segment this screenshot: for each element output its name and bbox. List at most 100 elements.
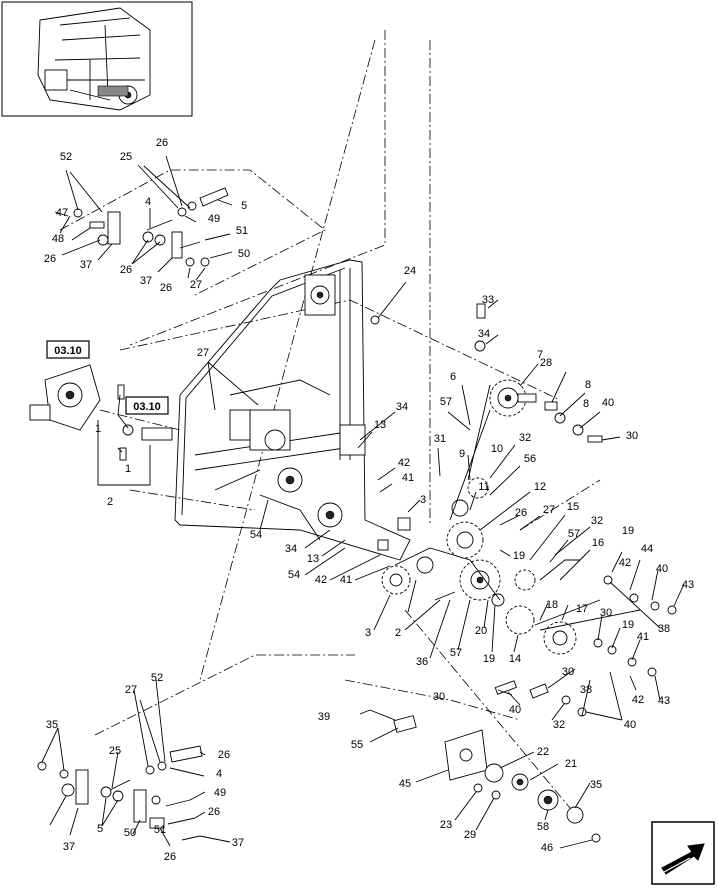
callout-57: 57 — [450, 647, 462, 659]
callout-24: 24 — [404, 265, 416, 277]
callout-30: 30 — [626, 430, 638, 442]
callout-2: 2 — [395, 627, 401, 639]
callout-26: 26 — [218, 749, 230, 761]
callout-4: 4 — [216, 768, 222, 780]
callout-19: 19 — [483, 653, 495, 665]
callout-40: 40 — [624, 719, 636, 731]
callout-41: 41 — [402, 472, 414, 484]
callout-51: 51 — [236, 225, 248, 237]
callout-58: 58 — [537, 821, 549, 833]
callout-26: 26 — [156, 137, 168, 149]
callout-19: 19 — [513, 550, 525, 562]
callout-32: 32 — [519, 432, 531, 444]
reference-label-lower: 03.10 — [133, 401, 161, 413]
callout-1: 1 — [95, 423, 101, 435]
callout-14: 14 — [509, 653, 521, 665]
callout-51: 51 — [154, 824, 166, 836]
callout-34: 34 — [396, 401, 408, 413]
lower-plate-group — [369, 709, 601, 843]
reference-label-upper: 03.10 — [54, 345, 82, 357]
leader-lines — [41, 155, 685, 849]
callout-30: 30 — [433, 691, 445, 703]
callout-25: 25 — [109, 745, 121, 757]
callout-13: 13 — [307, 553, 319, 565]
callout-34: 34 — [478, 328, 490, 340]
reference-box-upper: 03.10 — [46, 340, 90, 359]
callout-7: 7 — [537, 349, 543, 361]
callout-30: 30 — [562, 666, 574, 678]
callout-48: 48 — [52, 233, 64, 245]
reference-box-lower: 03.10 — [125, 396, 169, 415]
callout-37: 37 — [80, 259, 92, 271]
callout-40: 40 — [509, 704, 521, 716]
callout-20: 20 — [475, 625, 487, 637]
callout-37: 37 — [140, 275, 152, 287]
callout-5: 5 — [97, 823, 103, 835]
callout-56: 56 — [524, 453, 536, 465]
callout-42: 42 — [398, 457, 410, 469]
callout-43: 43 — [682, 579, 694, 591]
callout-55: 55 — [351, 739, 363, 751]
callout-26: 26 — [515, 507, 527, 519]
callout-23: 23 — [440, 819, 452, 831]
callout-27: 27 — [125, 684, 137, 696]
callout-57: 57 — [440, 396, 452, 408]
callout-50: 50 — [238, 248, 250, 260]
callout-33: 33 — [482, 294, 494, 306]
callout-3: 3 — [420, 494, 426, 506]
callout-11: 11 — [478, 481, 489, 493]
side-plate — [174, 259, 411, 561]
callout-49: 49 — [208, 213, 220, 225]
callout-27: 27 — [543, 504, 555, 516]
callout-54: 54 — [288, 569, 300, 581]
callout-39: 39 — [318, 711, 330, 723]
callout-35: 35 — [46, 719, 58, 731]
callout-54: 54 — [250, 529, 262, 541]
callout-50: 50 — [124, 827, 136, 839]
callout-16: 16 — [592, 537, 604, 549]
lower-bracket-group — [37, 745, 203, 841]
callout-45: 45 — [399, 778, 411, 790]
callout-29: 29 — [464, 829, 476, 841]
callout-43: 43 — [658, 695, 670, 707]
callout-17: 17 — [576, 603, 588, 615]
callout-44: 44 — [641, 543, 653, 555]
right-hardware — [370, 303, 677, 717]
callout-47: 47 — [56, 207, 68, 219]
callout-5: 5 — [241, 200, 247, 212]
next-page-arrow-icon[interactable] — [651, 821, 715, 885]
callout-38: 38 — [580, 684, 592, 696]
callout-40: 40 — [656, 563, 668, 575]
callout-37: 37 — [63, 841, 75, 853]
gear-train — [377, 379, 641, 655]
callout-18: 18 — [546, 599, 558, 611]
callout-41: 41 — [637, 631, 649, 643]
callout-34: 34 — [285, 543, 297, 555]
callout-40: 40 — [602, 397, 614, 409]
callout-49: 49 — [214, 787, 226, 799]
callout-1: 1 — [125, 463, 131, 475]
callout-42: 42 — [619, 557, 631, 569]
callout-31: 31 — [434, 433, 446, 445]
callout-25: 25 — [120, 151, 132, 163]
callout-26: 26 — [160, 282, 172, 294]
callout-42: 42 — [315, 574, 327, 586]
callout-26: 26 — [208, 806, 220, 818]
callout-28: 28 — [540, 357, 552, 369]
callout-38: 38 — [658, 623, 670, 635]
callout-37: 37 — [232, 837, 244, 849]
callout-21: 21 — [565, 758, 577, 770]
callout-52: 52 — [60, 151, 72, 163]
callout-6: 6 — [450, 371, 456, 383]
callout-26: 26 — [44, 253, 56, 265]
callout-52: 52 — [151, 672, 163, 684]
callout-4: 4 — [145, 196, 151, 208]
callout-35: 35 — [590, 779, 602, 791]
guide-lines — [59, 30, 601, 821]
callout-42: 42 — [632, 694, 644, 706]
callout-27: 27 — [190, 279, 202, 291]
callout-32: 32 — [553, 719, 565, 731]
gearbox-reference — [29, 364, 173, 486]
